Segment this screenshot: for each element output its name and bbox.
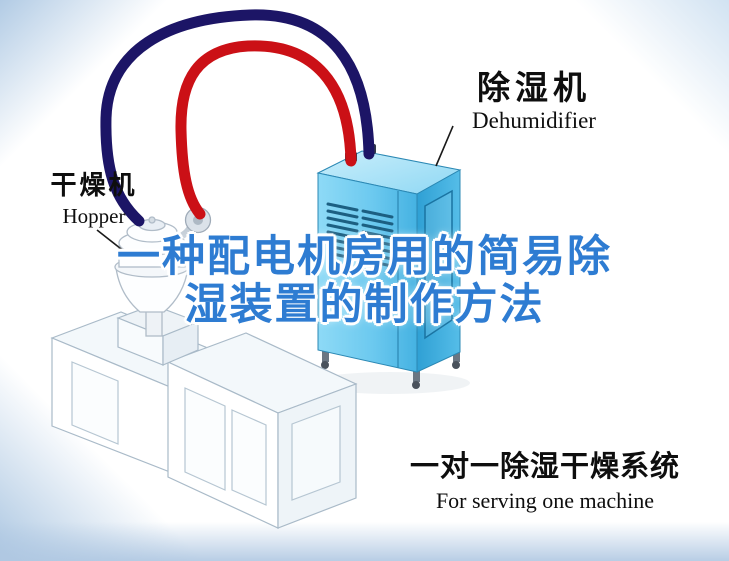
return-air-pipe-navy: [100, 9, 375, 227]
hopper-cone: [115, 267, 189, 313]
dehumidifier-vents: [326, 202, 394, 268]
system-callout: 一对一除湿干燥系统 For serving one machine: [394, 449, 696, 513]
system-label-en: For serving one machine: [435, 487, 655, 513]
hopper-pedestal-side: [162, 321, 199, 366]
title-line-1: 一种配电机房用的简易除: [117, 232, 612, 282]
extruder-side-panel: [291, 405, 341, 501]
dry-air-pipe-red: [175, 40, 357, 220]
hopper-knob: [148, 216, 156, 224]
dehumidifier-machine: [310, 144, 470, 394]
hopper-label-zh: 干燥机: [50, 171, 138, 201]
hopper-pointer-line: [96, 229, 131, 257]
title-line-2: 湿装置的制作方法: [184, 280, 545, 331]
extruder-machine: [50, 304, 358, 529]
extruder-left-panel: [71, 361, 119, 445]
dehumidifier-casters: [321, 351, 460, 389]
dehumidifier-label-en: Dehumidifier: [472, 108, 596, 134]
dehumidifier-side-door: [424, 189, 453, 340]
system-label-zh: 一对一除湿干燥系统: [409, 449, 680, 483]
hopper-label-en: Hopper: [62, 203, 126, 228]
extruder-front-panel: [184, 387, 226, 491]
page-title: 一种配电机房用的简易除 湿装置的制作方法: [0, 233, 729, 329]
dehumidifier-label-zh: 除湿机: [477, 68, 591, 107]
dehumidifier-callout: 除湿机 Dehumidifier: [448, 68, 620, 135]
dehumidifier-door-handle: [446, 246, 449, 256]
hopper-dryer: [114, 206, 212, 337]
dehumidifier-pointer-line: [435, 125, 454, 167]
hopper-callout: 干燥机 Hopper: [40, 172, 148, 228]
extruder-front-panel: [231, 409, 267, 506]
